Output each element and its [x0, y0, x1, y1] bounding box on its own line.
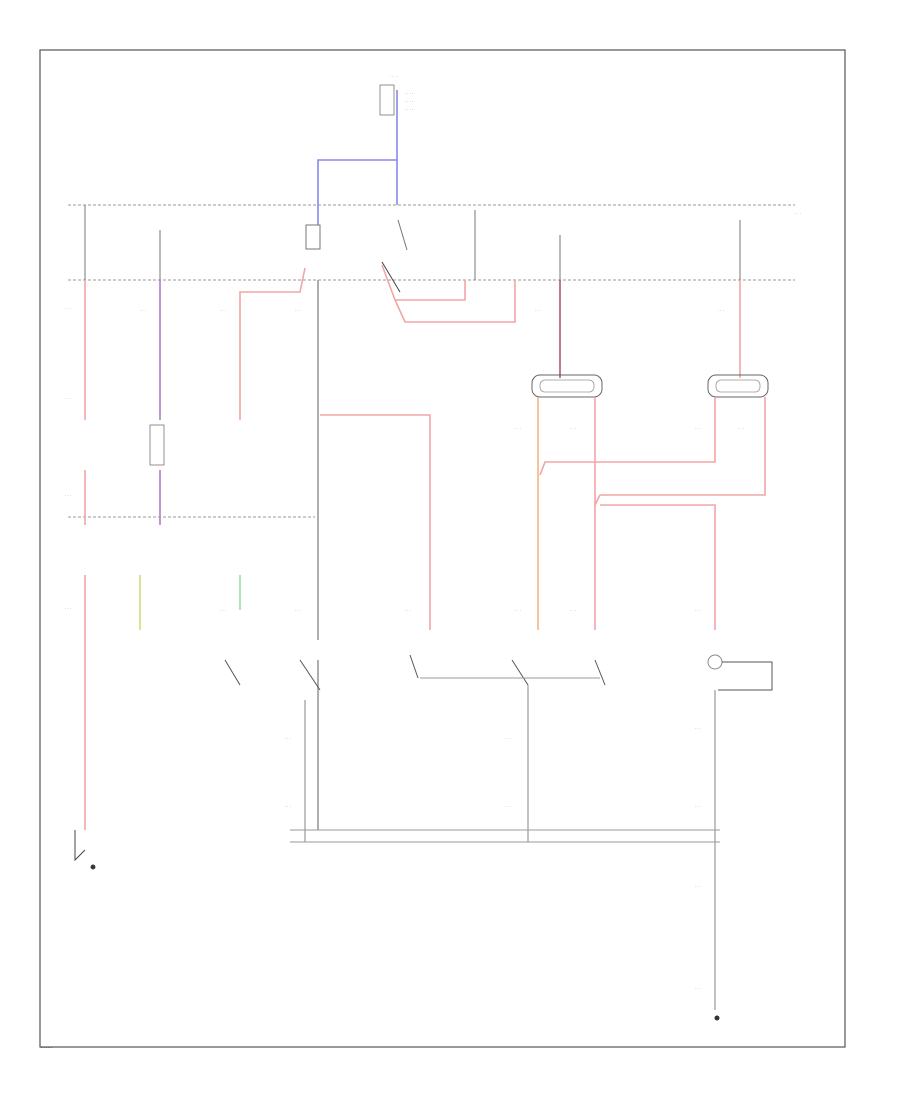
diagram-border — [39, 49, 846, 1048]
switch-arm — [381, 261, 401, 293]
svg-text:· · · · ·: · · · · · — [405, 100, 415, 104]
svg-text:· · ·: · · · — [795, 212, 801, 216]
svg-text:· · ·: · · · — [718, 309, 724, 313]
svg-text:· · ·: · · · — [515, 427, 521, 431]
svg-text:· · · ·: · · · · — [390, 75, 398, 79]
ground-runs — [304, 685, 716, 1010]
fuse-block-top: · · · · · · · · · · · · · · · · · · · — [379, 75, 415, 205]
svg-text:· · ·: · · · — [695, 805, 701, 809]
diagram-ref-code: ~~~~~ — [40, 1045, 53, 1050]
svg-text:· · ·: · · · — [695, 727, 701, 731]
svg-text:· · · · ·: · · · · · — [405, 108, 415, 112]
svg-text:· · ·: · · · — [695, 987, 701, 991]
violet-component — [149, 424, 165, 466]
left-headlight — [531, 374, 603, 398]
svg-text:· · ·: · · · — [220, 309, 226, 313]
switch-row — [224, 654, 773, 691]
svg-text:· · ·: · · · — [295, 609, 301, 613]
svg-text:· · ·: · · · — [65, 307, 71, 311]
svg-text:· · ·: · · · — [505, 805, 511, 809]
svg-text:· · ·: · · · — [695, 609, 701, 613]
wire-red-switch — [239, 267, 306, 420]
svg-text:· · ·: · · · — [535, 309, 541, 313]
wire-red-cross-2 — [594, 397, 766, 630]
svg-text:· · ·: · · · — [505, 737, 511, 741]
svg-text:· · · · ·: · · · · · — [405, 92, 415, 96]
ground-symbol — [714, 1015, 720, 1021]
wire-red-loop — [381, 264, 516, 323]
svg-text:· · ·: · · · — [695, 885, 701, 889]
connector-labels: · · · · · · · · · · · · · · · · · · · · … — [65, 212, 801, 991]
svg-text:· · ·: · · · — [65, 397, 71, 401]
svg-text:· · ·: · · · — [65, 607, 71, 611]
wire-red-cross-1 — [539, 397, 716, 476]
svg-text:· · ·: · · · — [570, 427, 576, 431]
svg-text:· · ·: · · · — [695, 427, 701, 431]
svg-text:· · ·: · · · — [405, 609, 411, 613]
svg-text:· · ·: · · · — [738, 427, 744, 431]
wire-blue — [317, 159, 397, 225]
svg-text:· · ·: · · · — [140, 309, 146, 313]
svg-text:· · ·: · · · — [570, 609, 576, 613]
svg-text:· · ·: · · · — [285, 805, 291, 809]
svg-text:· · ·: · · · — [220, 609, 226, 613]
left-switch-symbol — [74, 830, 96, 870]
fuse-stubs — [84, 205, 741, 280]
svg-text:· · ·: · · · — [515, 609, 521, 613]
svg-text:· · ·: · · · — [295, 309, 301, 313]
wire-red-center — [320, 414, 431, 630]
svg-text:· · ·: · · · — [285, 737, 291, 741]
right-headlight — [707, 374, 769, 398]
svg-text:· · ·: · · · — [65, 494, 71, 498]
